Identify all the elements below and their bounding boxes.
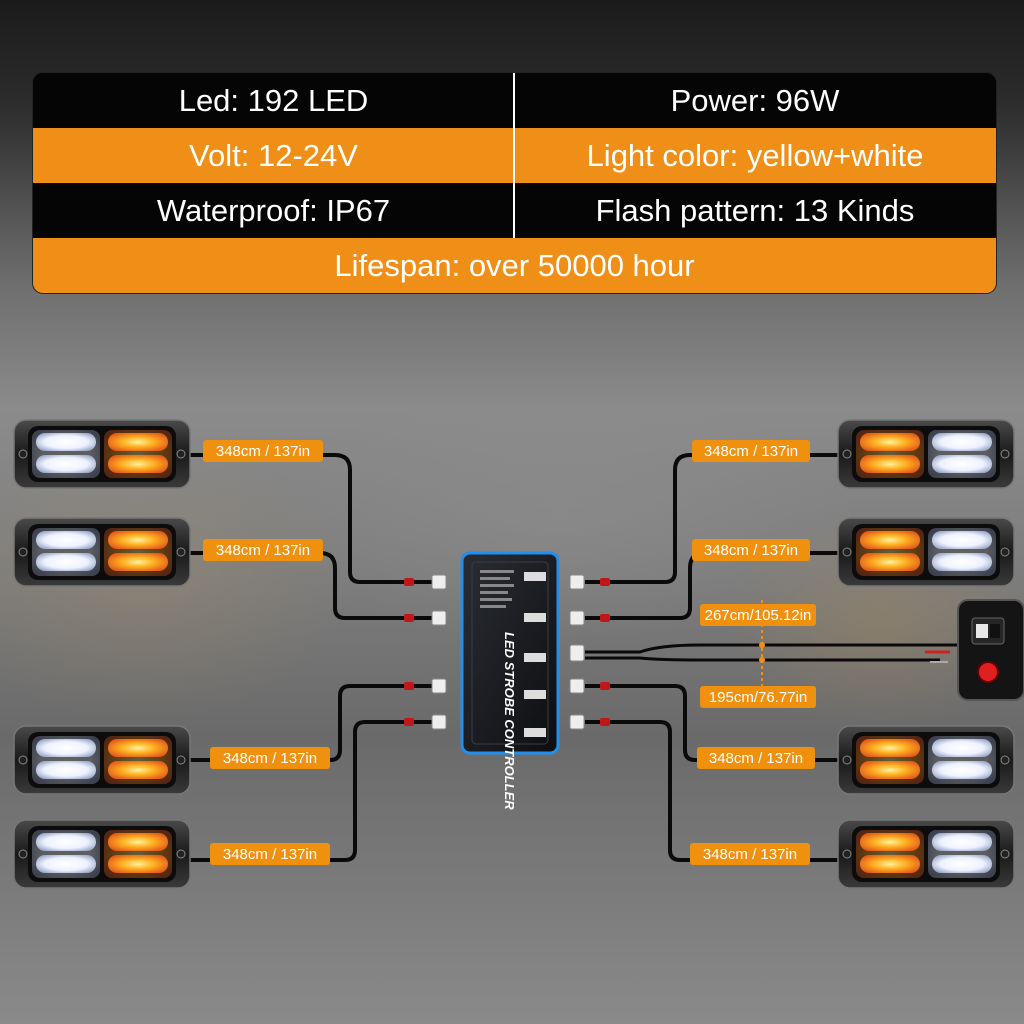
controller-box: LED STROBE CONTROLLER — [460, 551, 560, 810]
output-label-3 — [524, 690, 546, 699]
connector-right-4 — [569, 714, 585, 730]
spec-led: Led: 192 LED — [178, 82, 369, 118]
plug-right-3 — [600, 682, 610, 690]
cable-left-3 — [190, 684, 440, 762]
cable-length-right-4: 348cm / 137in — [690, 843, 810, 865]
plug-left-3 — [404, 682, 414, 690]
spec-table: Led: 192 LED Power: 96W Volt: 12-24V Lig… — [33, 73, 996, 293]
spec-power: Power: 96W — [670, 82, 840, 118]
cable-right-3 — [585, 684, 838, 762]
plug-left-1 — [404, 578, 414, 586]
spec-row-1: Led: 192 LED Power: 96W — [33, 73, 996, 128]
plug-right-2 — [600, 614, 610, 622]
spec-volt: Volt: 12-24V — [189, 137, 358, 173]
cable-length-left-4: 348cm / 137in — [210, 843, 330, 865]
output-label-4 — [524, 728, 546, 737]
cable-power-2 — [585, 656, 940, 662]
connector-left-4 — [431, 714, 447, 730]
cable-right-4 — [585, 720, 838, 862]
output-label-power — [524, 653, 546, 662]
connector-power — [569, 644, 585, 662]
power-marker-dot-2 — [759, 657, 765, 663]
plug-left-2 — [404, 614, 414, 622]
plug-right-1 — [600, 578, 610, 586]
light-bars — [13, 419, 1015, 889]
cable-right-1 — [585, 453, 838, 584]
light-bar-right-4 — [837, 819, 1015, 889]
spec-waterproof: Waterproof: IP67 — [156, 192, 391, 228]
light-bar-right-3 — [837, 725, 1015, 795]
connector-left-2 — [431, 610, 447, 626]
spec-light-color: Light color: yellow+white — [586, 137, 924, 173]
switch-on-mark — [976, 624, 988, 638]
connector-right-3 — [569, 678, 585, 694]
cable-length-left-1: 348cm / 137in — [203, 440, 323, 462]
cable-length-left-2: 348cm / 137in — [203, 539, 323, 561]
cable-length-right-2: 348cm / 137in — [692, 539, 810, 561]
spec-row-4: Lifespan: over 50000 hour — [33, 238, 996, 293]
cable-length-power-1: 267cm/105.12in — [700, 604, 816, 626]
cable-length-left-3: 348cm / 137in — [210, 747, 330, 769]
rocker-switch — [957, 599, 1024, 701]
cable-left-2 — [190, 551, 440, 620]
spec-lifespan: Lifespan: over 50000 hour — [334, 247, 695, 283]
light-bar-right-1 — [837, 419, 1015, 489]
light-bar-right-2 — [837, 517, 1015, 587]
light-bar-left-1 — [13, 419, 191, 489]
power-indicator-icon — [977, 661, 999, 683]
plug-right-4 — [600, 718, 610, 726]
light-bar-left-2 — [13, 517, 191, 587]
cable-length-right-1: 348cm / 137in — [692, 440, 810, 462]
connector-left-3 — [431, 678, 447, 694]
cable-power-1 — [585, 643, 975, 654]
spec-flash-pattern: Flash pattern: 13 Kinds — [595, 192, 915, 228]
connectors — [404, 574, 610, 730]
cable-length-power-2: 195cm/76.77in — [700, 686, 816, 708]
controller-label: LED STROBE CONTROLLER — [502, 632, 517, 810]
spec-divider — [513, 73, 515, 238]
cable-length-right-3: 348cm / 137in — [697, 747, 815, 769]
light-bar-left-4 — [13, 819, 191, 889]
connector-left-1 — [431, 574, 447, 590]
power-marker-dot-1 — [759, 642, 765, 648]
cable-left-4 — [190, 720, 440, 862]
light-bar-left-3 — [13, 725, 191, 795]
connector-right-2 — [569, 610, 585, 626]
output-label-1 — [524, 572, 546, 581]
plug-left-4 — [404, 718, 414, 726]
cable-left-1 — [190, 453, 440, 584]
spec-row-3: Waterproof: IP67 Flash pattern: 13 Kinds — [33, 183, 996, 238]
connector-right-1 — [569, 574, 585, 590]
output-label-2 — [524, 613, 546, 622]
